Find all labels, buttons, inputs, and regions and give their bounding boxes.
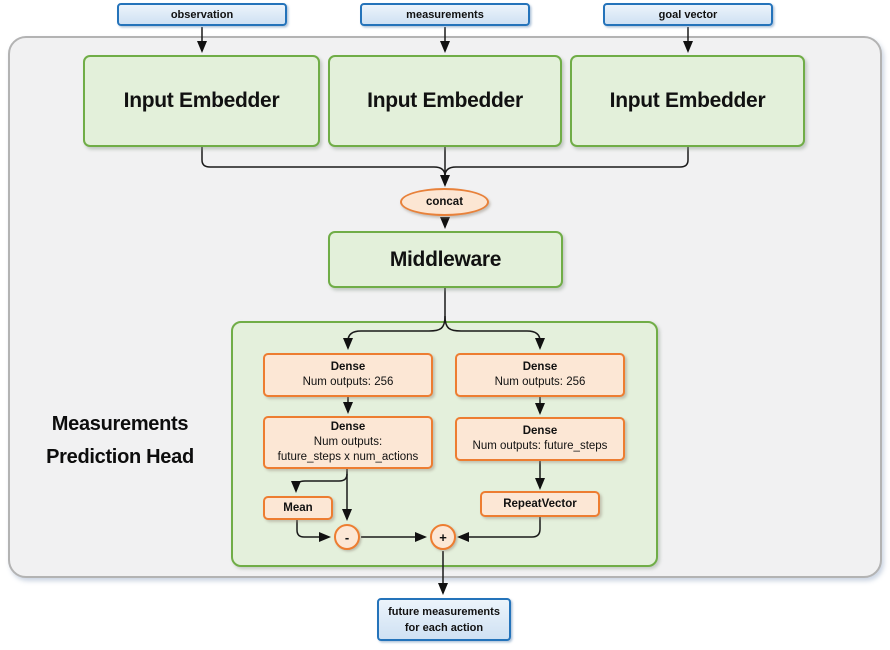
input-embedder-label-2: Input Embedder [367, 89, 523, 112]
input-embedder-label-3: Input Embedder [609, 89, 766, 112]
mean-label: Mean [283, 502, 313, 514]
input-embedder-box-3: Input Embedder [570, 55, 805, 147]
dense-left-2-outputs-2: future_steps x num_actions [277, 451, 419, 463]
dense-left-2-title: Dense [330, 421, 366, 433]
dense-right-2-outputs: Num outputs: future_steps [472, 440, 608, 452]
output-label-line2: for each action [404, 621, 484, 634]
input-label-goal-vector-text: goal vector [658, 8, 718, 21]
middleware-box: Middleware [328, 231, 563, 288]
dense-left-2-outputs: Num outputs: [313, 436, 383, 448]
input-embedder-box-2: Input Embedder [328, 55, 562, 147]
prediction-head-title: Measurements Prediction Head [10, 408, 230, 474]
concat-label: concat [425, 196, 464, 208]
input-label-observation-text: observation [170, 8, 234, 21]
mean-box: Mean [263, 496, 333, 520]
dense-right-1-box: Dense Num outputs: 256 [455, 353, 625, 397]
plus-label: + [439, 529, 447, 545]
dense-right-1-outputs: Num outputs: 256 [494, 376, 586, 388]
input-embedder-label-1: Input Embedder [123, 89, 280, 112]
middleware-label: Middleware [389, 247, 502, 271]
repeat-vector-box: RepeatVector [480, 491, 600, 517]
repeat-vector-label: RepeatVector [503, 498, 577, 510]
input-label-observation: observation [117, 3, 287, 26]
prediction-head-title-line2: Prediction Head [46, 446, 194, 468]
input-label-measurements-text: measurements [406, 8, 484, 21]
dense-left-1-box: Dense Num outputs: 256 [263, 353, 433, 397]
dense-right-2-title: Dense [522, 425, 558, 437]
output-box: future measurements for each action [377, 598, 511, 641]
dense-left-2-box: Dense Num outputs: future_steps x num_ac… [263, 416, 433, 469]
dense-right-2-box: Dense Num outputs: future_steps [455, 417, 625, 461]
prediction-head-title-line1: Measurements [51, 413, 189, 435]
minus-label: - [344, 529, 350, 545]
input-embedder-box-1: Input Embedder [83, 55, 320, 147]
minus-node: - [334, 524, 360, 550]
concat-node: concat [400, 188, 489, 216]
dense-left-1-outputs: Num outputs: 256 [302, 376, 394, 388]
dense-right-1-title: Dense [522, 361, 558, 373]
input-label-goal-vector: goal vector [603, 3, 773, 26]
input-label-measurements: measurements [360, 3, 530, 26]
output-label-line1: future measurements [388, 605, 500, 618]
plus-node: + [430, 524, 456, 550]
dense-left-1-title: Dense [330, 361, 366, 373]
